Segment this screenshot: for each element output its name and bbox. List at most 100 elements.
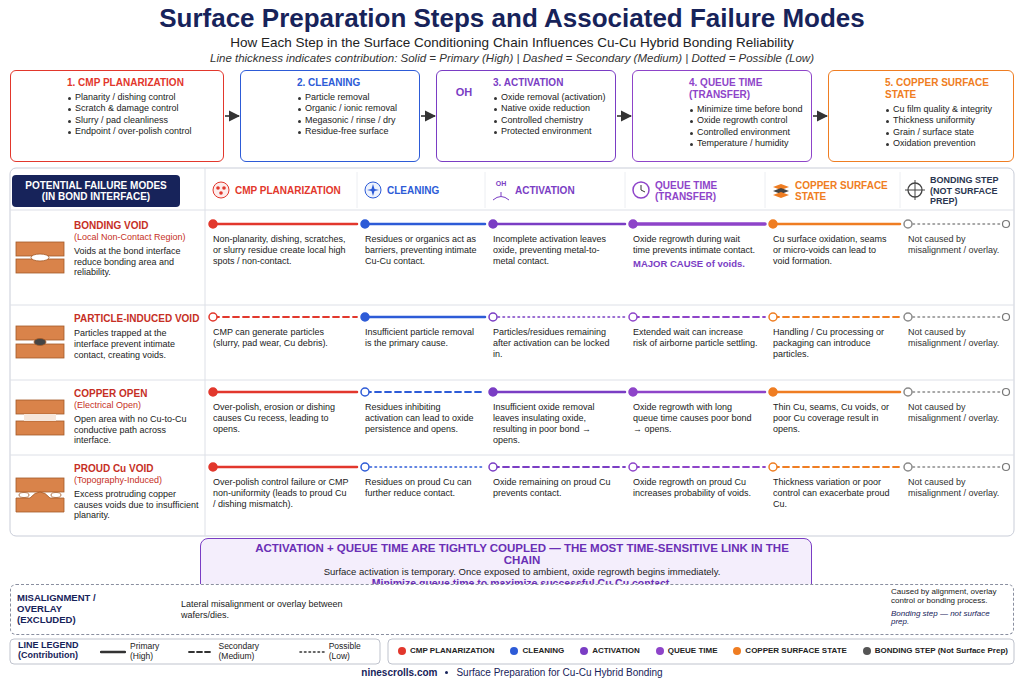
label-group: CLEANING bbox=[387, 175, 481, 207]
failure-mode-subtitle: (Topography-Induced) bbox=[74, 475, 202, 486]
label-group: Not caused by misalignment / overlay. bbox=[908, 477, 1008, 499]
contribution-dot bbox=[489, 463, 497, 471]
step-bullet: Planarity / dishing control bbox=[67, 92, 217, 103]
label-group: Residues or organics act as barriers, pr… bbox=[365, 234, 479, 267]
step-bullet: Minimize time before bond bbox=[689, 104, 805, 115]
step-bullet: Grain / surface state bbox=[885, 127, 1007, 138]
contribution-dot bbox=[629, 313, 637, 321]
label-group: Handling / Cu processing or packaging ca… bbox=[773, 327, 894, 360]
contribution-line bbox=[493, 391, 625, 394]
contribution-dot bbox=[904, 463, 912, 471]
cell-text: Cu surface oxidation, seams or micro-voi… bbox=[773, 234, 894, 267]
contribution-line bbox=[493, 466, 625, 468]
contribution-note: Line thickness indicates contribution: S… bbox=[0, 52, 1024, 64]
step-bullet: Endpoint / over-polish control bbox=[67, 126, 217, 137]
step-bullet: Scratch & damage control bbox=[67, 103, 217, 114]
legend-swatch bbox=[580, 647, 588, 655]
contribution-line bbox=[908, 316, 1002, 318]
bonding-void-illustration bbox=[16, 242, 64, 273]
legend-swatch bbox=[733, 647, 741, 655]
flow-arrow bbox=[421, 115, 435, 117]
step-bullet: Oxide regrowth control bbox=[689, 115, 805, 126]
label-group: QUEUE TIME (TRANSFER) bbox=[655, 175, 761, 207]
cell-text: Residues or organics act as barriers, pr… bbox=[365, 234, 479, 267]
step-bullet: Oxide removal (activation) bbox=[493, 92, 609, 103]
label-group: Insufficient oxide removal leaves insula… bbox=[493, 402, 619, 446]
icon-label: OH bbox=[452, 86, 476, 98]
column-header: QUEUE TIME (TRANSFER) bbox=[655, 180, 761, 203]
node-step: 2. CLEANINGParticle removalOrganic / ion… bbox=[240, 70, 420, 162]
step-bullet: Residue-free surface bbox=[297, 126, 413, 137]
contribution-line bbox=[213, 466, 357, 469]
contribution-dot bbox=[904, 220, 912, 228]
label-group: CMP PLANARIZATION bbox=[235, 175, 353, 207]
contribution-line bbox=[213, 391, 357, 394]
node-text: POTENTIAL FAILURE MODES (IN BOND INTERFA… bbox=[18, 180, 174, 203]
contribution-dot bbox=[629, 388, 637, 396]
cell-text: Incomplete activation leaves oxide, prev… bbox=[493, 234, 619, 267]
label-group: Oxide regrowth with long queue time caus… bbox=[633, 402, 759, 435]
legend-title: LINE LEGEND (Contribution) bbox=[18, 641, 98, 661]
contribution-line bbox=[213, 316, 357, 318]
step-bullet: Megasonic / rinse / dry bbox=[297, 115, 413, 126]
node-text: MISALIGNMENT / OVERLAY (EXCLUDED) bbox=[17, 593, 113, 626]
cell-text: Not caused by misalignment / overlay. bbox=[908, 402, 1008, 424]
table-panel bbox=[10, 168, 1014, 536]
cell-text: Insufficient oxide removal leaves insula… bbox=[493, 402, 619, 446]
step-bullet: Native oxide reduction bbox=[493, 103, 609, 114]
cell-text: Extended wait can increase risk of airbo… bbox=[633, 327, 759, 349]
contribution-dot bbox=[489, 220, 497, 228]
node-step: 5. COPPER SURFACE STATECu film quality &… bbox=[828, 70, 1014, 162]
step-bullet: Thickness uniformity bbox=[885, 115, 1007, 126]
legend-item: QUEUE TIME bbox=[656, 647, 718, 656]
contribution-line bbox=[908, 466, 1002, 468]
contribution-dot bbox=[629, 220, 637, 228]
label-group: Residues on proud Cu can further reduce … bbox=[365, 477, 479, 499]
contribution-dot bbox=[209, 313, 217, 321]
node-hdr: POTENTIAL FAILURE MODES (IN BOND INTERFA… bbox=[12, 175, 180, 207]
contribution-dot bbox=[1003, 464, 1010, 471]
node-text: Surface activation is temporary. Once ex… bbox=[324, 566, 721, 577]
cell-text: CMP can generate particles (slurry, pad … bbox=[213, 327, 351, 349]
cell-text: Oxide regrowth on proud Cu increases pro… bbox=[633, 477, 759, 499]
contribution-dot bbox=[1003, 389, 1010, 396]
contribution-line bbox=[493, 316, 625, 318]
contribution-dot bbox=[769, 220, 777, 228]
contribution-line bbox=[773, 316, 900, 318]
legend-item: Secondary (Medium) bbox=[188, 642, 286, 661]
legend-text: QUEUE TIME bbox=[668, 647, 718, 656]
footer-site: ninescrolls.com bbox=[361, 667, 437, 678]
label-group: Oxide regrowth on proud Cu increases pro… bbox=[633, 477, 759, 499]
cell-text: Particles/residues remaining after activ… bbox=[493, 327, 619, 360]
cell-text: Non-planarity, dishing, scratches, or sl… bbox=[213, 234, 351, 267]
column-header: ACTIVATION bbox=[515, 185, 575, 197]
label-group: Insufficient particle removal is the pri… bbox=[365, 327, 479, 349]
node-text: Caused by alignment, overlay control or … bbox=[891, 588, 1007, 610]
legend-text: CLEANING bbox=[522, 647, 564, 656]
contribution-dot bbox=[904, 313, 912, 321]
contribution-dot bbox=[361, 388, 369, 396]
step-bullet: Slurry / pad cleanliness bbox=[67, 115, 217, 126]
contribution-line bbox=[633, 391, 765, 394]
particle-void-illustration bbox=[16, 326, 64, 358]
label-group: Not caused by misalignment / overlay. bbox=[908, 402, 1008, 424]
node-step: 3. ACTIVATIONOxide removal (activation)N… bbox=[436, 70, 616, 162]
label-group: ninescrolls.comSurface Preparation for C… bbox=[0, 667, 1024, 678]
contribution-line bbox=[633, 466, 765, 468]
failure-mode-description: Excess protruding copper causes voids du… bbox=[74, 489, 202, 521]
cell-text: Residues inhibiting activation can lead … bbox=[365, 402, 479, 435]
cell-text: Thin Cu, seams, Cu voids, or poor Cu cov… bbox=[773, 402, 894, 435]
contribution-line bbox=[908, 391, 1002, 393]
contribution-dot bbox=[769, 313, 777, 321]
legend-text: ACTIVATION bbox=[592, 647, 640, 656]
contribution-line bbox=[365, 466, 485, 468]
cell-text: Oxide regrowth during wait time prevents… bbox=[633, 234, 759, 256]
copper-open-illustration bbox=[16, 400, 64, 435]
step-bullet: Protected environment bbox=[493, 126, 609, 137]
step-bullet: Particle removal bbox=[297, 92, 413, 103]
step-bullet: Controlled environment bbox=[689, 127, 805, 138]
contribution-line bbox=[365, 391, 485, 393]
legend-text: Primary (High) bbox=[130, 642, 176, 661]
label-group: Cu surface oxidation, seams or micro-voi… bbox=[773, 234, 894, 267]
label-group: Not caused by misalignment / overlay. bbox=[908, 327, 1008, 349]
